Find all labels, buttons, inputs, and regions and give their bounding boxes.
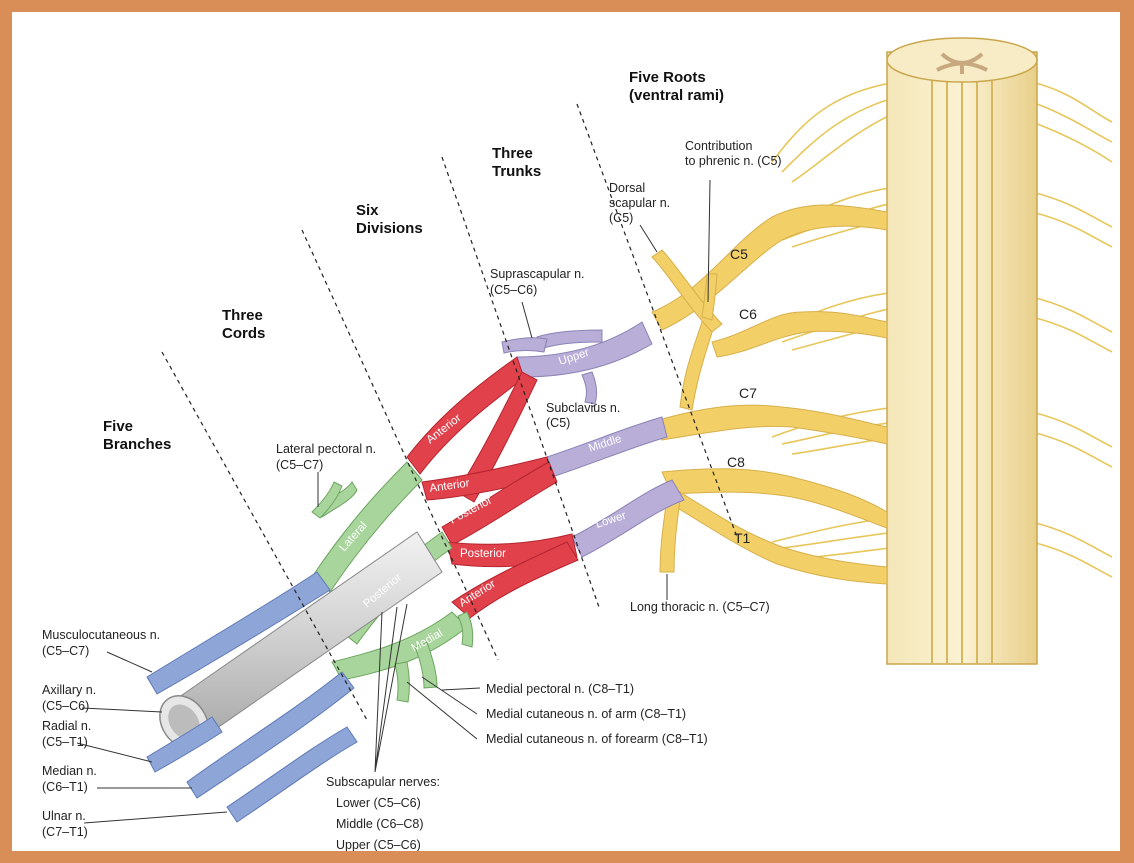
root-c8-label: C8 [727, 454, 745, 470]
root-c5 [652, 205, 887, 330]
contribution-phrenic-label-1: Contribution [685, 139, 752, 153]
spinal-cord-cross-section [887, 38, 1037, 82]
root-t1-label: T1 [734, 530, 751, 546]
subscapular-lower-label: Lower (C5–C6) [336, 796, 421, 810]
dorsal-scapular-label-2: scapular n. [609, 196, 670, 210]
medial-pectoral-label: Medial pectoral n. (C8–T1) [486, 682, 634, 696]
long-thoracic-label: Long thoracic n. (C5–C7) [630, 600, 770, 614]
root-c6-label: C6 [739, 306, 757, 322]
heading-five-branches-1: Five [103, 418, 133, 435]
musculocutaneous-label-2: (C5–C7) [42, 644, 89, 658]
root-c5-label: C5 [730, 246, 748, 262]
heading-five-roots-1: Five Roots [629, 69, 706, 86]
lateral-pectoral-label-2: (C5–C7) [276, 458, 323, 472]
axillary-label-1: Axillary n. [42, 683, 96, 697]
dorsal-scapular-label-3: (C5) [609, 211, 633, 225]
radial-label-2: (C5–T1) [42, 735, 88, 749]
subscapular-upper-label: Upper (C5–C6) [336, 838, 421, 851]
median-label-1: Median n. [42, 764, 97, 778]
ulnar-label-1: Ulnar n. [42, 809, 86, 823]
medial-cutaneous-forearm-label: Medial cutaneous n. of forearm (C8–T1) [486, 732, 708, 746]
medial-cutaneous-arm-label: Medial cutaneous n. of arm (C8–T1) [486, 707, 686, 721]
lateral-pectoral-label-1: Lateral pectoral n. [276, 442, 376, 456]
heading-five-roots-2: (ventral rami) [629, 87, 724, 104]
heading-five-branches-2: Branches [103, 436, 171, 453]
brachial-plexus-diagram: Upper Middle Lower Anterior Posterior An… [12, 12, 1120, 851]
contribution-phrenic-label-2: to phrenic n. (C5) [685, 154, 782, 168]
heading-three-trunks-2: Trunks [492, 163, 541, 180]
heading-six-divisions-2: Divisions [356, 220, 423, 237]
roots [652, 205, 887, 584]
suprascapular-end [502, 338, 547, 353]
heading-three-cords-2: Cords [222, 325, 265, 342]
median-label-2: (C6–T1) [42, 780, 88, 794]
radial-label-1: Radial n. [42, 719, 91, 733]
suprascapular-label-1: Suprascapular n. [490, 267, 585, 281]
subclavius-branch [582, 372, 597, 404]
trunks [502, 322, 684, 557]
musculocutaneous-label-1: Musculocutaneous n. [42, 628, 160, 642]
root-c7 [652, 405, 887, 444]
subscapular-middle-label: Middle (C6–C8) [336, 817, 424, 831]
heading-six-divisions-1: Six [356, 202, 379, 219]
suprascapular-label-2: (C5–C6) [490, 283, 537, 297]
axillary-label-2: (C5–C6) [42, 699, 89, 713]
dorsal-scapular-label-1: Dorsal [609, 181, 645, 195]
subclavius-label-2: (C5) [546, 416, 570, 430]
ulnar-label-2: (C7–T1) [42, 825, 88, 839]
heading-three-trunks-1: Three [492, 145, 533, 162]
heading-three-cords-1: Three [222, 307, 263, 324]
diagram-frame: Upper Middle Lower Anterior Posterior An… [12, 12, 1120, 851]
subclavius-label-1: Subclavius n. [546, 401, 620, 415]
division-posterior-lower-label: Posterior [460, 548, 506, 560]
root-c7-label: C7 [739, 385, 757, 401]
subscapular-title-label: Subscapular nerves: [326, 775, 440, 789]
